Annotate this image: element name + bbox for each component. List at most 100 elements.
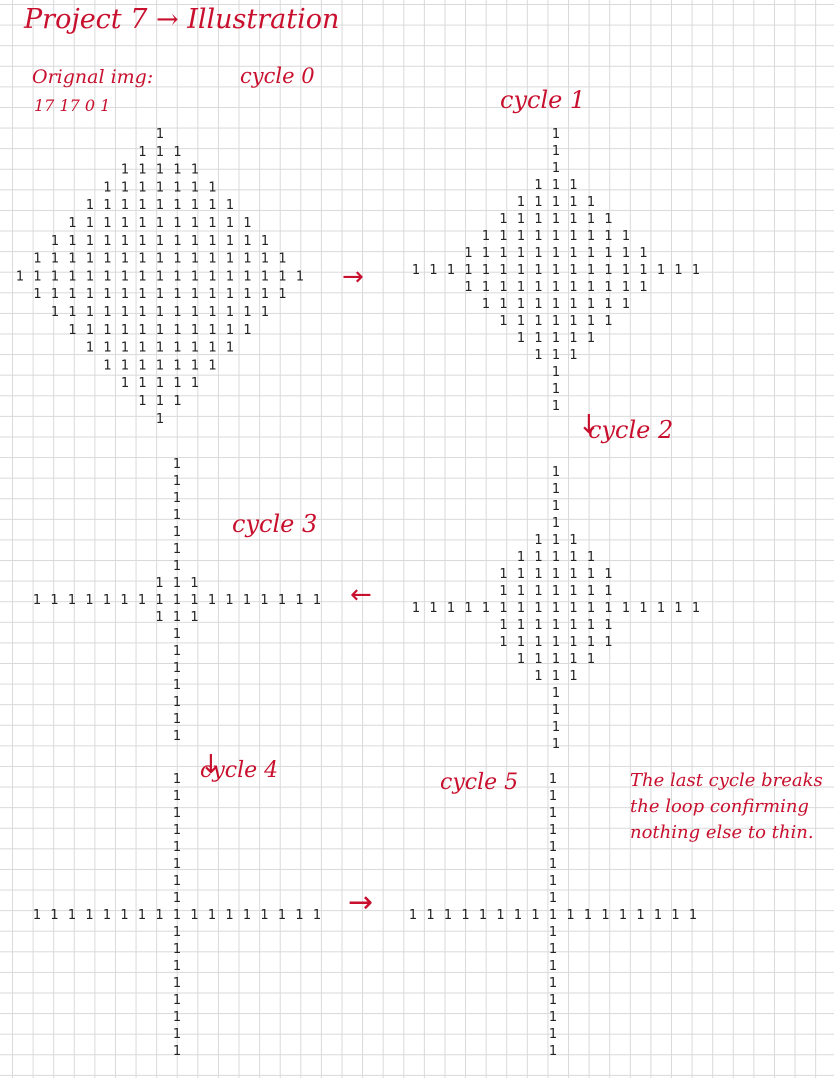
pixel-one: 1 [552,465,560,480]
pixel-one: 1 [208,305,216,320]
pixel-one: 1 [138,269,146,284]
pixel-one: 1 [121,358,129,373]
pixel-one: 1 [190,576,198,591]
pixel-one: 1 [173,474,181,489]
pixel-one: 1 [482,280,490,295]
pixel-one: 1 [549,1027,557,1042]
pixel-one: 1 [68,305,76,320]
pixel-one: 1 [208,593,216,608]
pixel-one: 1 [689,908,697,923]
pixel-one: 1 [604,229,612,244]
pixel-one: 1 [517,567,525,582]
pixel-one: 1 [121,287,129,302]
pixel-one: 1 [138,252,146,267]
pixel-one: 1 [243,234,251,249]
cycle-0-label: cycle 0 [240,64,315,88]
pixel-one: 1 [173,806,181,821]
pixel-one: 1 [191,180,199,195]
pixel-one: 1 [173,993,181,1008]
pixel-one: 1 [86,252,94,267]
pixel-one: 1 [86,198,94,213]
pixel-one: 1 [569,246,577,261]
pixel-one: 1 [622,601,630,616]
pixel-one: 1 [156,305,164,320]
pixel-one: 1 [173,216,181,231]
pixel-one: 1 [552,229,560,244]
pixel-one: 1 [103,180,111,195]
pixel-one: 1 [499,229,507,244]
pixel-one: 1 [464,246,472,261]
pixel-one: 1 [587,550,595,565]
pixel-one: 1 [496,908,504,923]
pixel-one: 1 [569,635,577,650]
pixel-one: 1 [531,908,539,923]
pixel-one: 1 [173,593,181,608]
pixel-one: 1 [517,331,525,346]
pixel-one: 1 [534,533,542,548]
pixel-one: 1 [517,652,525,667]
pixel-one: 1 [86,216,94,231]
pixel-one: 1 [208,287,216,302]
pixel-one: 1 [225,593,233,608]
pixel-one: 1 [552,263,560,278]
pixel-one: 1 [549,857,557,872]
pixel-one: 1 [226,287,234,302]
pixel-one: 1 [243,269,251,284]
pixel-one: 1 [120,593,128,608]
pixel-one: 1 [173,269,181,284]
pixel-one: 1 [549,1010,557,1025]
pixel-one: 1 [173,840,181,855]
pixel-one: 1 [604,601,612,616]
pixel-one: 1 [226,341,234,356]
pixel-one: 1 [278,287,286,302]
pixel-one: 1 [68,287,76,302]
pixel-one: 1 [552,161,560,176]
pixel-one: 1 [191,341,199,356]
pixel-one: 1 [534,229,542,244]
pixel-one: 1 [121,163,129,178]
pixel-one: 1 [499,567,507,582]
pixel-one: 1 [156,341,164,356]
pixel-one: 1 [226,216,234,231]
pixel-one: 1 [587,212,595,227]
pixel-one: 1 [517,212,525,227]
pixel-one: 1 [569,280,577,295]
pixel-one: 1 [552,703,560,718]
pixel-one: 1 [549,874,557,889]
pixel-one: 1 [692,263,700,278]
pixel-one: 1 [622,297,630,312]
pixel-one: 1 [138,163,146,178]
pixel-one: 1 [68,269,76,284]
pixel-one: 1 [517,195,525,210]
pixel-one: 1 [191,216,199,231]
pixel-one: 1 [103,593,111,608]
pixel-one: 1 [85,908,93,923]
pixel-one: 1 [429,263,437,278]
pixel-one: 1 [447,263,455,278]
pixel-one: 1 [243,287,251,302]
pixel-one: 1 [33,593,41,608]
pixel-one: 1 [190,610,198,625]
arrow-right-icon: → [348,885,374,920]
pixel-one: 1 [569,550,577,565]
pixel-one: 1 [604,314,612,329]
pixel-one: 1 [587,635,595,650]
pixel-one: 1 [173,976,181,991]
pixel-one: 1 [499,314,507,329]
pixel-one: 1 [121,198,129,213]
original-image-params: 17 17 0 1 [34,96,111,115]
pixel-one: 1 [86,287,94,302]
pixel-one: 1 [173,1044,181,1059]
pixel-one: 1 [121,269,129,284]
pixel-one: 1 [549,976,557,991]
pixel-one: 1 [534,348,542,363]
pixel-one: 1 [569,229,577,244]
pixel-one: 1 [191,323,199,338]
pixel-one: 1 [68,234,76,249]
pixel-one: 1 [552,382,560,397]
pixel-one: 1 [517,263,525,278]
pixel-one: 1 [534,618,542,633]
pixel-one: 1 [569,331,577,346]
